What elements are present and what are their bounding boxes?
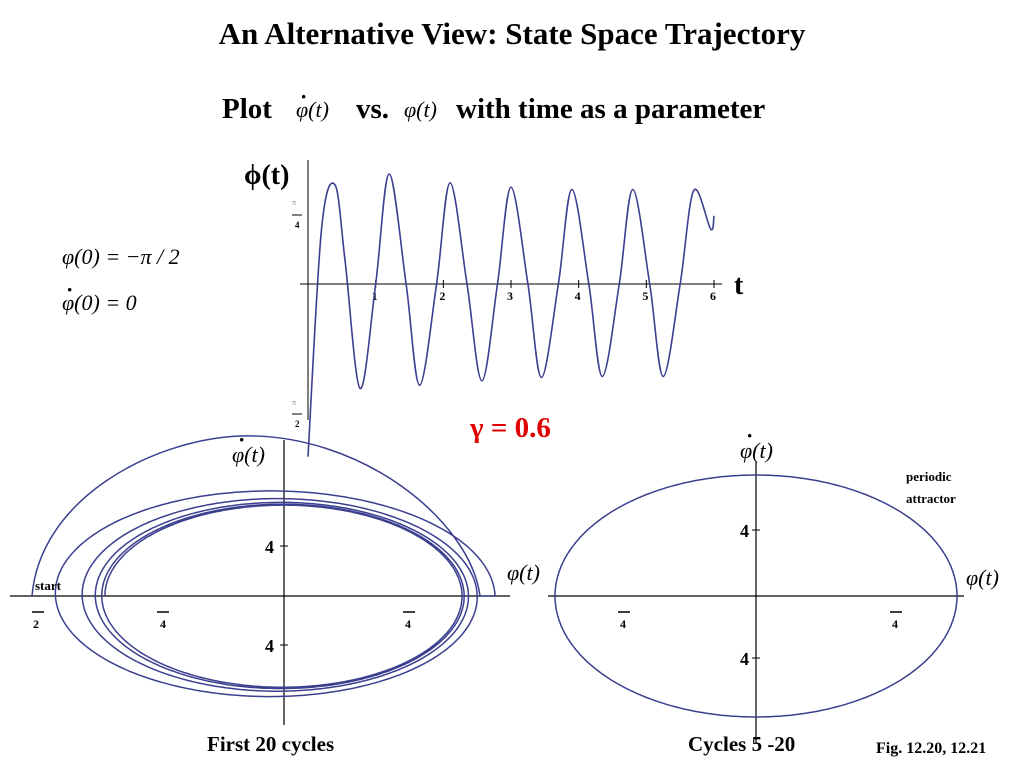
p2-xlabel: φ(t) (966, 565, 999, 590)
gamma-label: γ = 0.6 (470, 412, 551, 444)
p2-arrow-lower (622, 679, 636, 683)
ts-ytick-top: 4 (295, 220, 300, 230)
y-variable: φ(t) (296, 84, 329, 123)
p1-ytick-upper: 4 (265, 537, 274, 557)
ts-xlabel: t (734, 270, 744, 301)
x-variable: φ(t) (404, 97, 437, 122)
phase-chart-first20: φ(t) · start 4 4 2 4 4 (10, 427, 510, 725)
ts-ytick-bottom: 2 (295, 419, 300, 429)
p1-xtick-1: 2 (33, 617, 39, 631)
attractor-label: attractor (906, 491, 956, 506)
p2-ytick-lower: 4 (740, 649, 749, 669)
ts-ytick-pi-mark: π (292, 198, 296, 207)
ts-xtick-label-3: 3 (507, 289, 513, 303)
initial-angle: φ(0) = −π / 2 (62, 244, 180, 269)
phase-chart-cycles5-20: φ(t) · 4 4 4 4 φ(t) φ(t) periodic attrac… (507, 423, 999, 744)
p2-ytick-upper: 4 (740, 521, 749, 541)
ts-ytick-pi-mark2: π (292, 398, 296, 407)
plot-word: Plot (222, 93, 272, 125)
p2-ylabel-dot: · (746, 423, 753, 448)
slide-subtitle: Plot φ(t) vs. φ(t) with time as a parame… (0, 84, 1024, 133)
p1-xtick-2: 4 (160, 617, 166, 631)
p1-trajectory (31, 435, 496, 698)
ts-xtick-label-2: 2 (439, 289, 445, 303)
ts-series-line (307, 173, 715, 457)
p1-xlabel: φ(t) (507, 560, 540, 585)
figure-reference: Fig. 12.20, 12.21 (876, 740, 987, 757)
ts-xtick-label-4: 4 (575, 289, 581, 303)
ts-ylabel: ϕ(t) (244, 160, 289, 191)
subtitle-rest: with time as a parameter (456, 93, 766, 125)
p2-xtick-1: 4 (620, 617, 626, 631)
slide-title: An Alternative View: State Space Traject… (218, 16, 806, 51)
p1-start-label: start (35, 578, 62, 593)
vs-word: vs. (356, 93, 390, 125)
p1-ylabel-dot: · (238, 427, 245, 452)
p2-xtick-2: 4 (892, 617, 898, 631)
initial-velocity: φ(0) = 0 (62, 277, 137, 316)
ts-xtick-label-6: 6 (710, 289, 716, 303)
periodic-label: periodic (906, 469, 952, 484)
p1-xtick-3: 4 (405, 617, 411, 631)
p1-ytick-lower: 4 (265, 636, 274, 656)
ts-xtick-label-5: 5 (642, 289, 648, 303)
p1-ylabel: φ(t) (232, 442, 265, 467)
caption-first20: First 20 cycles (207, 732, 335, 756)
caption-cycles5-20: Cycles 5 -20 (688, 732, 796, 756)
p2-ylabel: φ(t) (740, 438, 773, 463)
p2-trajectory (554, 474, 958, 718)
